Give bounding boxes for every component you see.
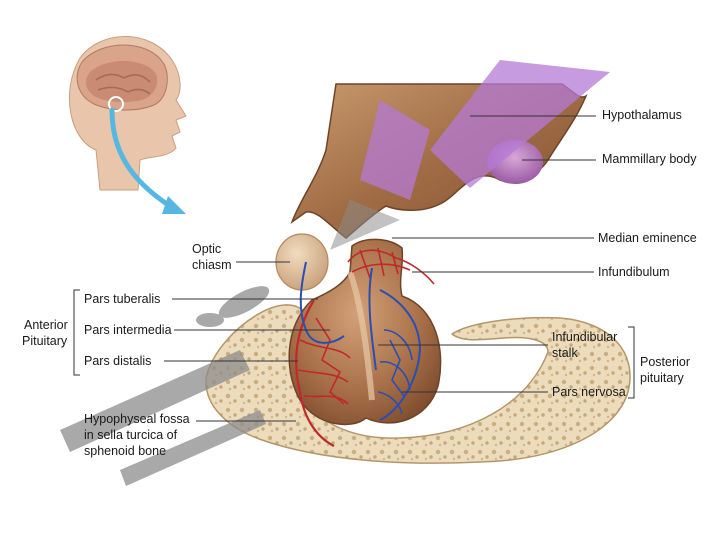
label-anterior-pituitary-line2: Pituitary — [22, 334, 68, 348]
watermark — [60, 60, 610, 486]
label-hypothalamus: Hypothalamus — [602, 108, 682, 122]
label-infundibulum: Infundibulum — [598, 265, 670, 279]
label-pars-intermedia: Pars intermedia — [84, 323, 172, 337]
label-fossa-line2: in sella turcica of — [84, 428, 178, 442]
label-infundibular-stalk-line2: stalk — [552, 346, 578, 360]
label-optic-chiasm-line2: chiasm — [192, 258, 232, 272]
blood-vessels — [294, 247, 435, 447]
label-pars-nervosa: Pars nervosa — [552, 385, 626, 399]
leader-lines — [73, 115, 635, 422]
label-pars-tuberalis: Pars tuberalis — [84, 292, 161, 306]
label-fossa-line1: Hypophyseal fossa — [84, 412, 190, 426]
label-anterior-pituitary-line1: Anterior — [24, 318, 68, 332]
label-fossa-line3: sphenoid bone — [84, 444, 167, 458]
label-median-eminence: Median eminence — [598, 231, 697, 245]
label-infundibular-stalk-line1: Infundibular — [552, 330, 618, 344]
label-posterior-pituitary-line2: pituitary — [640, 371, 684, 385]
label-posterior-pituitary-line1: Posterior — [640, 355, 691, 369]
label-mammillary-body: Mammillary body — [602, 152, 697, 166]
head-inset — [68, 36, 187, 214]
label-pars-distalis: Pars distalis — [84, 354, 152, 368]
label-optic-chiasm-line1: Optic — [192, 242, 222, 256]
